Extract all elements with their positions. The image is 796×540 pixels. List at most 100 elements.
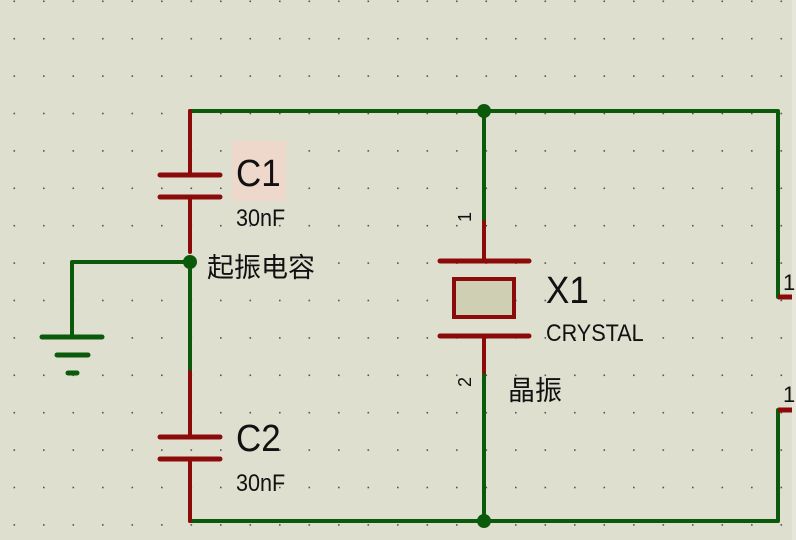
grid-dot [751, 299, 753, 302]
grid-dot [751, 262, 753, 264]
c2-ref-label[interactable]: C2 [236, 418, 281, 460]
grid-dot [161, 75, 163, 77]
grid-dot [751, 224, 753, 227]
grid-dot [72, 112, 75, 115]
grid-dot [721, 374, 724, 377]
grid-dot [397, 524, 399, 526]
grid-dot [662, 112, 665, 115]
grid-dot [367, 37, 370, 40]
grid-dot [308, 37, 311, 40]
grid-dot [721, 112, 724, 115]
grid-dot [338, 299, 340, 302]
grid-dot [131, 187, 134, 190]
crystal-x1[interactable] [437, 220, 532, 374]
grid-dot [13, 374, 16, 377]
grid-dot [338, 112, 340, 115]
grid-dot [574, 187, 576, 190]
wire-top[interactable] [188, 109, 780, 299]
grid-dot [13, 37, 16, 40]
grid-dot [161, 187, 163, 190]
grid-dot [308, 524, 311, 526]
grid-dot [603, 150, 606, 152]
c1-ref-label[interactable]: C1 [236, 153, 281, 195]
grid-dot [780, 262, 783, 264]
grid-dot [43, 0, 45, 3]
x1-ref-label[interactable]: X1 [546, 270, 589, 312]
grid-dot [544, 524, 547, 526]
wires [70, 109, 780, 523]
grid-dot [662, 150, 665, 152]
grid-dot [13, 486, 16, 489]
grid-dot [574, 37, 576, 40]
grid-dot [220, 37, 222, 40]
capacitor-c2[interactable] [157, 370, 223, 523]
grid-dot [633, 0, 635, 3]
grid-dot [662, 0, 665, 3]
grid-dot [515, 75, 517, 77]
grid-dot [131, 411, 134, 414]
grid-dot [220, 374, 222, 377]
grid-dot [338, 337, 340, 339]
grid-dot [249, 337, 252, 339]
grid-dot [692, 486, 694, 489]
grid-dot [751, 187, 753, 190]
grid-dot [161, 112, 163, 115]
grid-dot [279, 262, 281, 264]
grid-dot [662, 224, 665, 227]
grid-dot [131, 224, 134, 227]
grid-dot [338, 75, 340, 77]
grid-dot [426, 75, 429, 77]
grid-dot [102, 75, 104, 77]
grid-dot [43, 112, 45, 115]
grid-dot [574, 150, 576, 152]
grid-dot [102, 0, 104, 3]
grid-dot [603, 224, 606, 227]
grid-dot [544, 486, 547, 489]
ground-symbol[interactable] [39, 334, 105, 376]
grid-dot [721, 262, 724, 264]
grid-dot [220, 112, 222, 115]
grid-dot [633, 449, 635, 451]
wire-bottom[interactable] [188, 408, 780, 523]
c2-value-label[interactable]: 30nF [236, 470, 286, 497]
capacitor-c1[interactable] [157, 109, 223, 254]
grid-dot [574, 112, 576, 115]
grid-dot [249, 224, 252, 227]
c1-selection-highlight [232, 141, 286, 201]
c1-value-label[interactable]: 30nF [236, 205, 286, 232]
grid-dot [633, 224, 635, 227]
grid-dot [367, 411, 370, 414]
grid-dot [603, 449, 606, 451]
x1-value-label[interactable]: CRYSTAL [546, 320, 644, 347]
grid-dot [102, 299, 104, 302]
wire-gnd[interactable] [70, 260, 192, 338]
grid-dot [161, 0, 163, 3]
grid-dot [279, 299, 281, 302]
grid-dot [279, 37, 281, 40]
grid-dot [544, 337, 547, 339]
grid-dot [279, 486, 281, 489]
grid-dot [102, 150, 104, 152]
grid-dot [102, 112, 104, 115]
grid-dot [515, 150, 517, 152]
grid-dot [367, 337, 370, 339]
grid-dot [338, 37, 340, 40]
grid-dot [13, 224, 16, 227]
grid-dot [249, 0, 252, 3]
grid-dot [692, 0, 694, 3]
grid-dot [544, 0, 547, 3]
grid-dot [662, 374, 665, 377]
grid-dot [43, 75, 45, 77]
grid-dot [338, 486, 340, 489]
x1-pin1-label: 1 [455, 211, 476, 223]
capacitor-note: 起振电容 [207, 253, 315, 284]
grid-dot [633, 75, 635, 77]
grid-dot [603, 486, 606, 489]
grid-dot [721, 337, 724, 339]
grid-dot [220, 411, 222, 414]
grid-dot [544, 374, 547, 377]
grid-dot [43, 37, 45, 40]
grid-dot [574, 374, 576, 377]
grid-dot [780, 224, 783, 227]
